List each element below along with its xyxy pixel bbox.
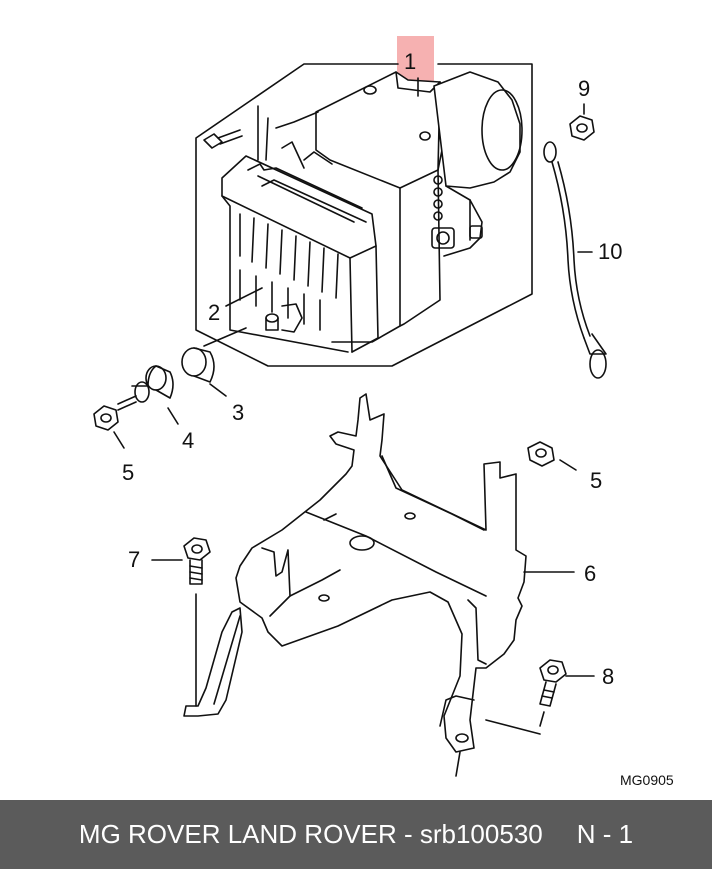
screw-left <box>203 129 243 149</box>
callout-5-right: 5 <box>590 468 603 493</box>
callout-1: 1 <box>404 49 417 74</box>
part-4-mount <box>117 365 179 425</box>
part-5-nut-right <box>527 441 577 471</box>
modulator-frame <box>195 63 533 367</box>
footer-bar: MG ROVER LAND ROVER - srb100530 N - 1 <box>0 800 712 869</box>
callout-10: 10 <box>598 239 623 264</box>
part-10-ground-strap <box>543 141 607 379</box>
callout-2: 2 <box>208 300 221 325</box>
abs-modulator-unit <box>203 71 523 353</box>
footer-brand-text: MG ROVER LAND ROVER - srb100530 <box>78 819 543 849</box>
parts-drawing <box>93 63 607 777</box>
footer-page-text: N - 1 <box>576 819 634 849</box>
part-9-nut <box>569 103 595 141</box>
part-6-bracket <box>183 393 575 777</box>
part-8-bolt <box>539 659 595 727</box>
diagram-code: MG0905 <box>620 772 674 788</box>
callout-6: 6 <box>584 561 597 586</box>
callout-9: 9 <box>578 76 591 101</box>
callout-7: 7 <box>128 547 141 572</box>
part-3-grommet <box>181 327 247 397</box>
callout-4: 4 <box>182 428 195 453</box>
parts-diagram: 1 2 3 4 5 5 6 7 8 9 10 MG0905 <box>93 36 674 788</box>
part-5-nut-left <box>93 405 125 449</box>
callout-5-left: 5 <box>122 460 135 485</box>
callout-3: 3 <box>232 400 245 425</box>
part-7-bolt <box>151 537 211 707</box>
callout-8: 8 <box>602 664 615 689</box>
